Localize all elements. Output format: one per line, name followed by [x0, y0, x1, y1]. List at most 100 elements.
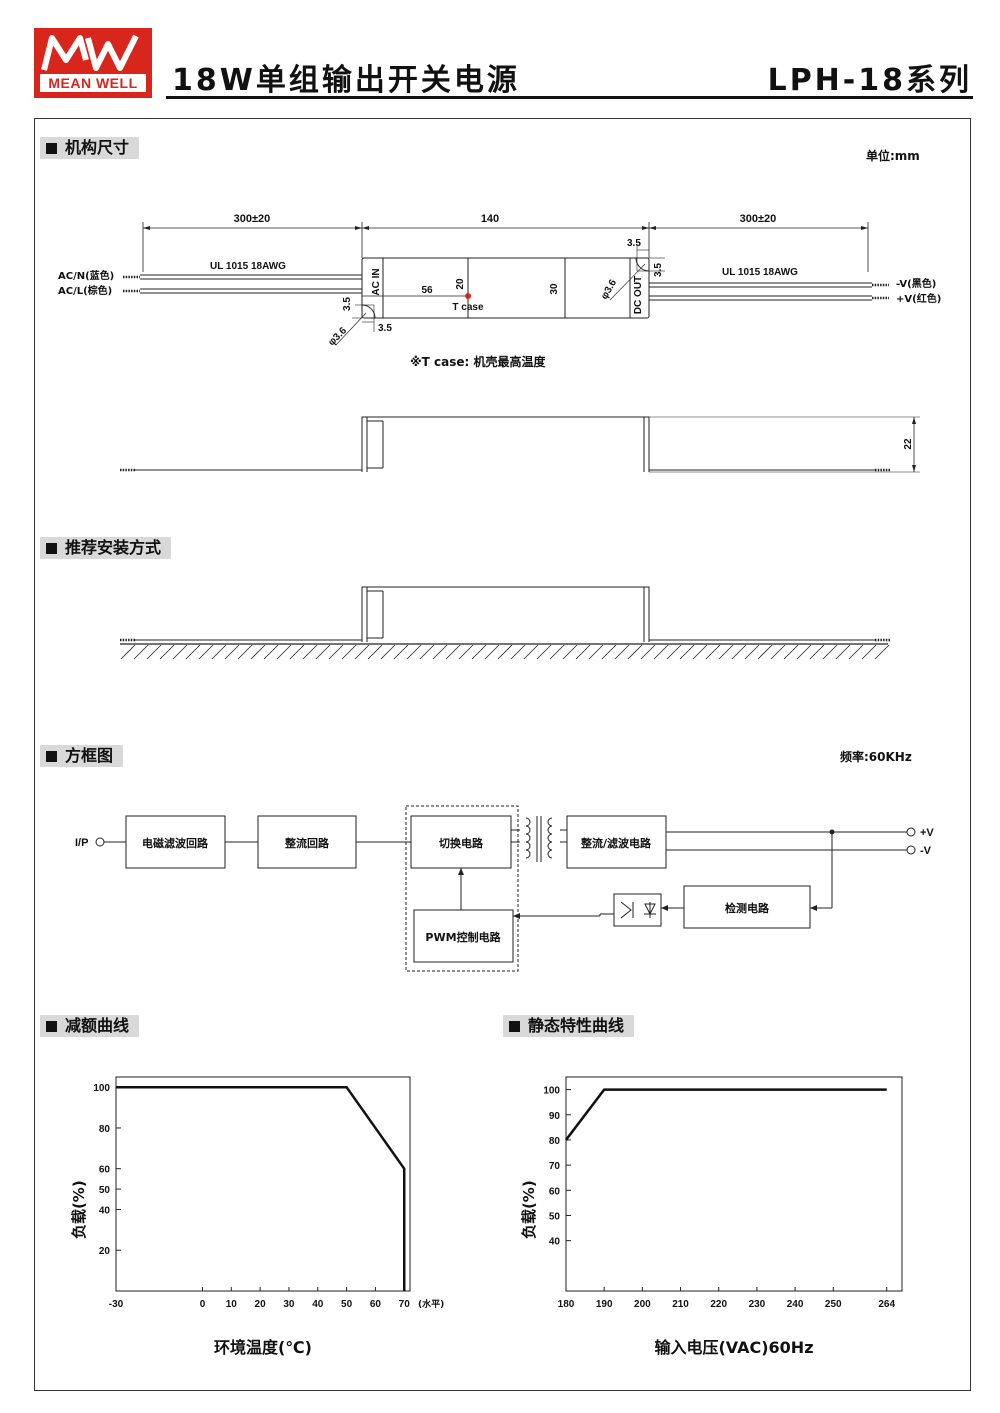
output-rectifier-label: 整流/滤波电路 [580, 836, 652, 850]
x-tick-label: 40 [312, 1299, 324, 1310]
x-tick-label: 230 [749, 1299, 766, 1310]
x-unit-note: (水平) [418, 1298, 444, 1310]
pwm-label: PWM控制电路 [425, 930, 501, 944]
x-tick-label: -30 [109, 1299, 124, 1310]
switching-dashed-group [405, 805, 519, 972]
mechanical-drawing: 300±20 140 300±20 AC/N(蓝色) AC/L(棕色) -V(黑… [58, 213, 941, 473]
y-tick-label: 100 [93, 1083, 110, 1094]
x-tick-label: 220 [710, 1299, 727, 1310]
y-tick-label: 100 [543, 1086, 560, 1097]
static-chart: 100 90 80 70 60 50 40 180 190 200 210 220 230 240 250 2… [520, 1076, 903, 1357]
detect-box [683, 885, 811, 929]
dim-left-cable: 300±20 [234, 213, 271, 225]
x-tick-label: 200 [634, 1299, 651, 1310]
x-tick-label: 250 [825, 1299, 842, 1310]
header-rule [166, 96, 973, 99]
dim-3-5-right-top: 3.5 [627, 238, 641, 249]
block-diagram: I/P +V -V 电磁滤波回路 整流回路 切换电路 整流/滤波电路 PWM控制… [75, 805, 934, 972]
x-tick-label: 50 [341, 1299, 353, 1310]
x-tick-label: 190 [596, 1299, 613, 1310]
section-title: 机构尺寸 [65, 138, 130, 157]
brand-name: MEAN WELL [40, 74, 146, 92]
series-line [116, 1085, 406, 1291]
x-tick-label: 264 [878, 1299, 895, 1310]
optocoupler-box [613, 893, 662, 927]
dim-height: 22 [903, 438, 914, 450]
section-title: 推荐安装方式 [65, 538, 162, 557]
dim-3-5-right-side: 3.5 [653, 263, 664, 277]
model-series: LPH-18系列 [767, 63, 972, 98]
y-axis-label: 负载(%) [70, 1180, 88, 1239]
y-tick-label: 90 [549, 1111, 561, 1122]
section-mounting: 推荐安装方式 [40, 537, 172, 559]
ac-in-label: AC IN [371, 268, 382, 295]
input-l-label: AC/L(棕色) [58, 284, 112, 297]
dim-right-cable: 300±20 [740, 213, 777, 225]
plot-area [565, 1076, 903, 1292]
cable-left-spec: UL 1015 18AWG [210, 261, 286, 272]
x-tick-label: 10 [226, 1299, 238, 1310]
mounting-drawing [120, 586, 890, 660]
x-tick-label: 0 [200, 1299, 206, 1310]
section-block-diagram: 方框图 [40, 745, 124, 767]
tcase-dot [465, 293, 471, 299]
y-tick-label: 20 [99, 1246, 111, 1257]
y-tick-label: 50 [549, 1211, 561, 1222]
y-tick-label: 60 [549, 1186, 561, 1197]
detect-label: 检测电路 [725, 901, 770, 915]
x-tick-label: 70 [399, 1299, 411, 1310]
section-title: 静态特性曲线 [528, 1016, 625, 1035]
section-mechanical: 机构尺寸 [40, 137, 140, 159]
pwm-box [413, 909, 514, 963]
series-line [565, 1088, 887, 1141]
rectifier-label: 整流回路 [284, 836, 330, 850]
output-negative-label: -V(黑色) [896, 277, 936, 290]
y-tick-label: 40 [99, 1205, 111, 1216]
unit-label: 单位:mm [866, 149, 920, 163]
x-tick-label: 20 [255, 1299, 267, 1310]
section-static: 静态特性曲线 [503, 1015, 635, 1037]
x-axis-label: 输入电压(VAC)60Hz [654, 1338, 813, 1357]
y-tick-label: 40 [549, 1237, 561, 1248]
output-positive-label: +V(红色) [896, 292, 941, 305]
section-title: 减额曲线 [65, 1016, 130, 1035]
dim-3-5-left-bottom: 3.5 [378, 323, 392, 334]
hole-diameter-right: φ3.6 [599, 277, 619, 301]
dim-30: 30 [549, 283, 560, 295]
tcase-note: ※T case: 机壳最高温度 [410, 354, 546, 369]
section-title: 方框图 [65, 746, 114, 765]
y-tick-label: 60 [99, 1165, 111, 1176]
plot-area [115, 1076, 411, 1292]
x-tick-label: 180 [558, 1299, 575, 1310]
mean-well-logo: MEAN WELL [34, 28, 152, 98]
mw-logo-mark [41, 34, 139, 71]
input-n-label: AC/N(蓝色) [58, 269, 114, 282]
emi-filter-label: 电磁滤波回路 [142, 836, 209, 850]
dim-56: 56 [421, 285, 433, 296]
dc-out-label: DC OUT [633, 276, 644, 314]
dim-20: 20 [455, 278, 466, 290]
switching-frequency: 频率:60KHz [840, 750, 912, 764]
y-tick-label: 80 [549, 1136, 561, 1147]
x-axis-label: 环境温度(℃) [214, 1338, 312, 1357]
x-tick-label: 30 [283, 1299, 295, 1310]
output-positive-port: +V [920, 827, 934, 839]
derating-chart: 100 80 60 50 40 20 -30 0 10 20 30 40 50 60 70 环境温度(℃) 负载… [70, 1076, 444, 1357]
content-frame [34, 118, 971, 1391]
hole-diameter-left: φ3.6 [326, 325, 349, 348]
tcase-point-label: T case [452, 302, 484, 313]
input-port-label: I/P [75, 837, 88, 849]
x-tick-label: 240 [787, 1299, 804, 1310]
section-derating: 减额曲线 [40, 1015, 140, 1037]
dim-body-length: 140 [481, 213, 499, 225]
y-tick-label: 70 [549, 1161, 561, 1172]
y-tick-label: 80 [99, 1124, 111, 1135]
output-negative-port: -V [920, 845, 932, 857]
switching-label: 切换电路 [439, 836, 484, 850]
y-tick-label: 50 [99, 1185, 111, 1196]
x-tick-label: 210 [672, 1299, 689, 1310]
y-axis-label: 负载(%) [520, 1180, 538, 1239]
x-tick-label: 60 [370, 1299, 382, 1310]
dim-3-5-left-side: 3.5 [342, 297, 353, 311]
document-title: 18W单组输出开关电源 [172, 63, 520, 98]
